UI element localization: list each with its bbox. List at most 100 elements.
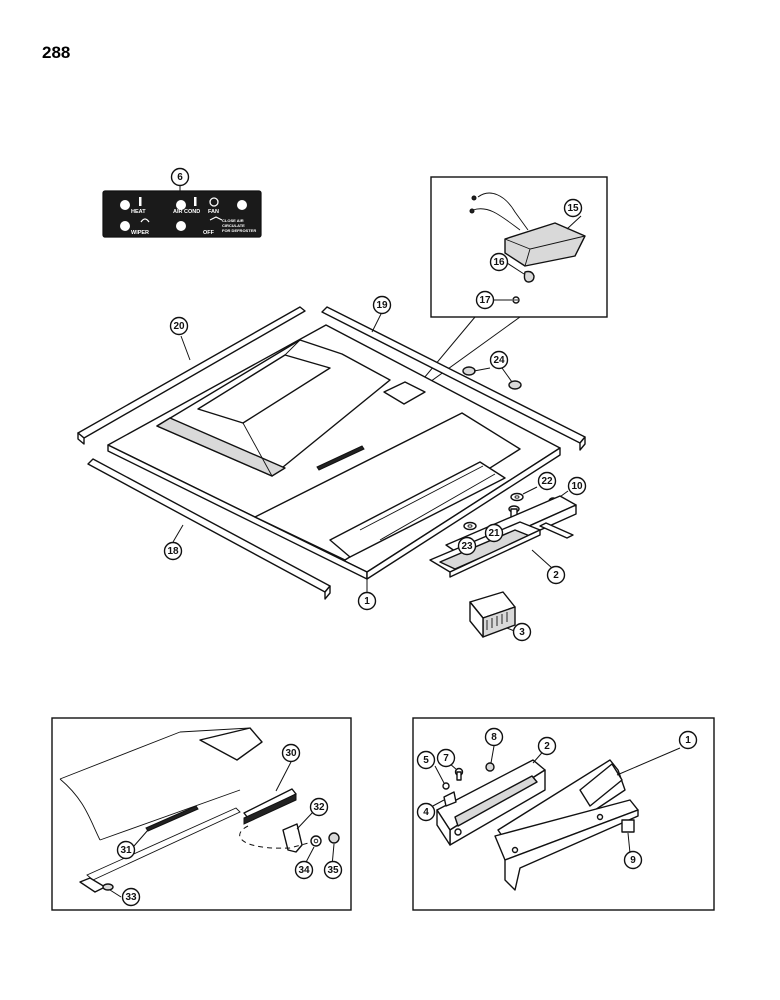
callout-circle (170, 167, 190, 187)
callout-circle (546, 565, 566, 585)
clip-32 (282, 823, 303, 853)
callout-circle (489, 350, 509, 370)
callout-30: 30 (281, 743, 301, 763)
panel-label-circulate: CIRCULATE (222, 223, 245, 228)
trim-strip-left-front (87, 458, 331, 600)
callout-number: 35 (327, 865, 339, 876)
callout-number: 3 (519, 627, 525, 638)
callout-18: 18 (163, 541, 183, 561)
callout-number: 21 (488, 528, 500, 539)
switch-block (469, 591, 518, 638)
roof-front-edge-detail (59, 727, 263, 893)
callout-circle (623, 850, 643, 870)
thermometer-icon (139, 197, 142, 206)
callout-19: 19 (372, 295, 392, 315)
washer-22 (510, 486, 538, 502)
plug-9 (621, 819, 635, 854)
callout-number: 17 (479, 295, 491, 306)
callout-9: 9 (623, 850, 643, 870)
panel-label-fan: FAN (208, 209, 219, 215)
callout-number: 2 (553, 570, 559, 581)
callout-number: 20 (173, 321, 185, 332)
callout-1: 1 (678, 730, 698, 750)
callout-15: 15 (563, 198, 583, 218)
trim-strip-right-rear (321, 306, 586, 451)
wiper-icon (140, 218, 150, 223)
callout-circle (678, 730, 698, 750)
callout-number: 34 (298, 865, 310, 876)
callout-number: 23 (461, 541, 473, 552)
callout-circle (121, 887, 141, 907)
callout-number: 5 (423, 755, 429, 766)
callout-6: 6 (170, 167, 190, 187)
bezel-bracket (429, 495, 577, 578)
callout-number: 22 (541, 476, 553, 487)
bracket-1-right (494, 747, 681, 891)
callout-32: 32 (309, 797, 329, 817)
bulb (523, 270, 535, 283)
callout-number: 10 (571, 481, 583, 492)
defroster-icon (209, 216, 223, 221)
callout-23: 23 (457, 536, 477, 556)
trim-strip-left-rear (77, 306, 306, 445)
callout-17: 17 (475, 290, 495, 310)
left-inset-frame (51, 717, 352, 911)
callout-number: 15 (567, 203, 579, 214)
callout-circle (357, 591, 377, 611)
callout-circle (512, 622, 532, 642)
callout-number: 7 (443, 753, 449, 764)
callout-20: 20 (169, 316, 189, 336)
fan-icon (209, 197, 219, 207)
callout-number: 4 (423, 807, 429, 818)
callout-number: 9 (630, 855, 636, 866)
callout-4: 4 (416, 802, 436, 822)
panel-label-air-cond: AIR COND (173, 209, 200, 215)
washer-23 (463, 521, 477, 531)
callout-number: 30 (285, 748, 297, 759)
dome-light-inset-frame (430, 176, 608, 318)
weatherstrip-retainer (243, 788, 297, 825)
roof-liner-panel (107, 324, 561, 580)
callout-circle (537, 471, 557, 491)
callout-number: 24 (493, 355, 505, 366)
callout-number: 32 (313, 802, 325, 813)
callout-circle (537, 736, 557, 756)
callout-number: 1 (364, 596, 370, 607)
screw-7 (448, 762, 464, 781)
callout-circle (475, 290, 495, 310)
panel-label-close-air: CLOSE AIR (222, 218, 244, 223)
callout-circle (416, 802, 436, 822)
panel-label-wiper: WIPER (131, 230, 149, 236)
callout-24: 24 (489, 350, 509, 370)
callout-33: 33 (121, 887, 141, 907)
callout-5: 5 (416, 750, 436, 770)
callout-circle (489, 252, 509, 272)
callout-number: 18 (167, 546, 179, 557)
callout-circle (163, 541, 183, 561)
callout-7: 7 (436, 748, 456, 768)
callout-number: 1 (685, 735, 691, 746)
bezel-2-right (436, 746, 548, 846)
callout-34: 34 (294, 860, 314, 880)
panel-label-heat: HEAT (131, 209, 146, 215)
nut-35 (328, 832, 340, 844)
panel-label-off: OFF (203, 230, 215, 236)
dome-light-assembly (469, 192, 586, 267)
callout-21: 21 (484, 523, 504, 543)
callout-circle (372, 295, 392, 315)
callout-number: 8 (491, 732, 497, 743)
callout-16: 16 (489, 252, 509, 272)
callout-circle (294, 860, 314, 880)
callout-1: 1 (357, 591, 377, 611)
callout-8: 8 (484, 727, 504, 747)
right-inset-frame (412, 717, 715, 911)
panel-label-for-defroster: FOR DEFROSTER (222, 228, 256, 233)
callout-circle (484, 727, 504, 747)
callout-31: 31 (116, 840, 136, 860)
nut-pair (462, 366, 522, 390)
thermometer-icon (194, 197, 197, 206)
nut-8 (485, 745, 495, 772)
callout-3: 3 (512, 622, 532, 642)
screw-5 (434, 765, 450, 790)
